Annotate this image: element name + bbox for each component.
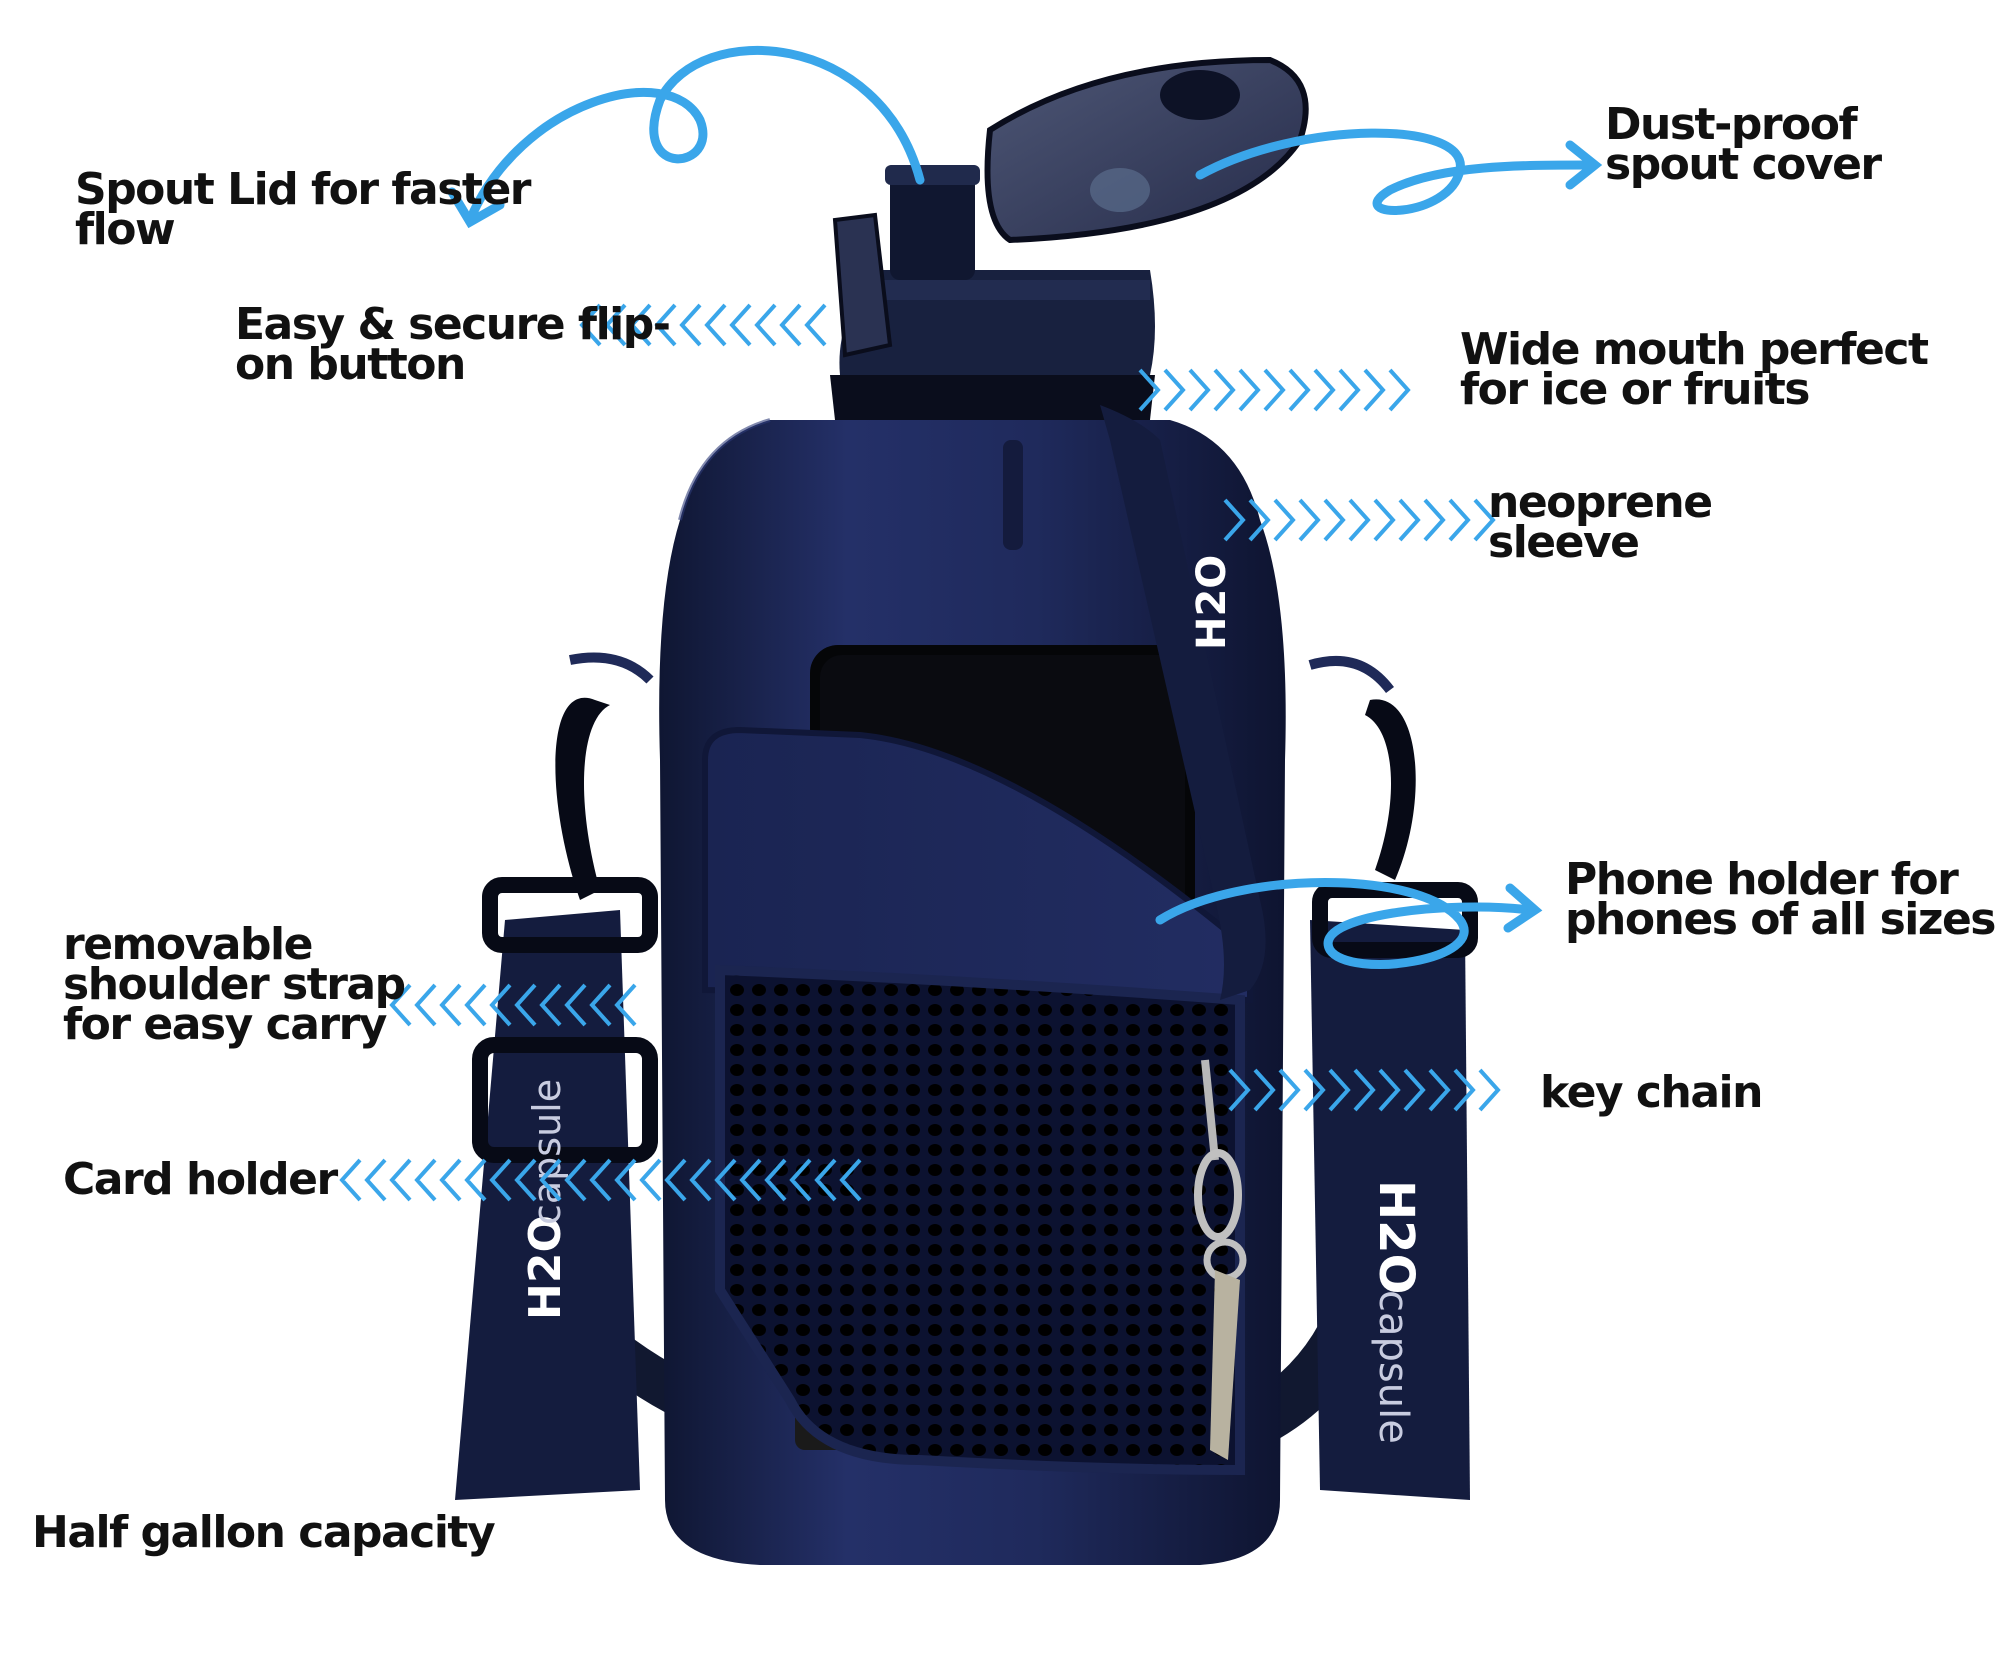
phone-pocket	[702, 726, 1253, 1004]
brand-logo-right: H2O	[1368, 1180, 1424, 1294]
callout-shoulder-strap-line2: shoulder strap	[63, 959, 406, 1010]
callout-shoulder-strap-line1: removable	[63, 919, 313, 970]
callout-flip-button-line2: on button	[235, 339, 466, 390]
chevrons-flip-button	[579, 303, 827, 347]
chevrons-shoulder-strap	[389, 983, 637, 1027]
callout-key-chain-line1: key chain	[1540, 1067, 1763, 1118]
arrow-spout-lid	[447, 46, 925, 229]
chevrons-key-chain	[1228, 1068, 1501, 1112]
mesh-card-holder	[715, 964, 1245, 1476]
chevrons-wide-mouth	[1138, 368, 1411, 412]
brand-logo-left: H2O	[520, 1215, 571, 1320]
brand-word-left: capsule	[525, 1079, 569, 1225]
bottle-lid	[830, 56, 1309, 420]
brand-word-right: capsule	[1370, 1290, 1416, 1444]
callout-dust-cover-line2: spout cover	[1605, 139, 1882, 190]
callout-phone-holder-line1: Phone holder for	[1565, 854, 1959, 905]
callout-key-chain: key chain	[1540, 1067, 1763, 1118]
arrow-dust-cover	[1195, 128, 1603, 215]
callout-spout-lid: Spout Lid for faster flow	[75, 164, 532, 255]
shoulder-strap-right	[1308, 655, 1478, 1500]
chevrons-card-holder	[339, 1158, 862, 1202]
callout-dust-cover: Dust-proof spout cover	[1605, 99, 1882, 190]
callout-capacity-line1: Half gallon capacity	[32, 1507, 496, 1558]
callout-card-holder: Card holder	[63, 1154, 338, 1205]
callout-capacity: Half gallon capacity	[32, 1507, 496, 1558]
key-chain	[1194, 1059, 1247, 1460]
callout-sleeve: neoprene sleeve	[1488, 477, 1713, 568]
callout-wide-mouth-line1: Wide mouth perfect	[1460, 324, 1929, 375]
callout-wide-mouth: Wide mouth perfect for ice or fruits	[1460, 324, 1929, 415]
callout-sleeve-line2: sleeve	[1488, 517, 1640, 568]
shoulder-strap-left	[455, 652, 658, 1500]
front-strap: H2O H2O capsule H2O capsule	[520, 405, 1424, 1444]
callout-flip-button: Easy & secure flip- on button	[235, 299, 671, 390]
callout-card-holder-line1: Card holder	[63, 1154, 338, 1205]
callout-flip-button-line1: Easy & secure flip-	[235, 299, 671, 350]
callout-dust-cover-line1: Dust-proof	[1605, 99, 1858, 150]
callout-spout-lid-line1: Spout Lid for faster	[75, 164, 532, 215]
chevrons-sleeve	[1223, 498, 1496, 542]
arrow-phone-holder	[1155, 878, 1543, 969]
brand-logo-front: H2O	[1189, 555, 1235, 650]
callout-shoulder-strap: removable shoulder strap for easy carry	[63, 919, 406, 1050]
callout-sleeve-line1: neoprene	[1488, 477, 1713, 528]
callout-phone-holder-line2: phones of all sizes	[1565, 894, 1997, 945]
callout-phone-holder: Phone holder for phones of all sizes	[1565, 854, 1997, 945]
callout-wide-mouth-line2: for ice or fruits	[1460, 364, 1810, 415]
callout-spout-lid-line2: flow	[75, 204, 176, 255]
callout-shoulder-strap-line3: for easy carry	[63, 999, 387, 1050]
